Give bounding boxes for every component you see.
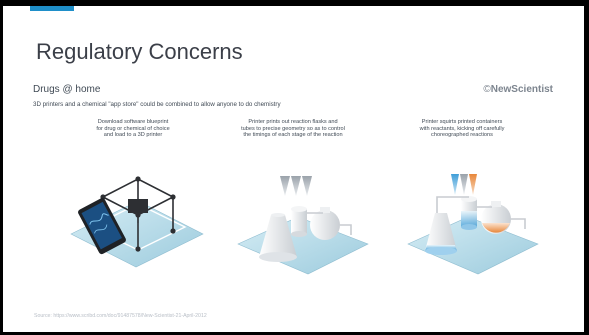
caption-step-3: Printer squirts printed containers with … (419, 119, 505, 139)
logo-text: NewScientist (490, 84, 553, 95)
print-head (128, 199, 148, 213)
round-flask (310, 210, 340, 240)
accent-bar (30, 6, 74, 11)
caption-step-2: Printer prints out reaction flasks and t… (241, 119, 345, 139)
printer-nozzles (280, 176, 312, 196)
panel-2-flasks (237, 176, 369, 275)
tablet-device (78, 197, 126, 255)
slide-title: Regulatory Concerns (36, 39, 243, 64)
filled-conical-flask (425, 213, 457, 251)
new-scientist-logo: ©NewScientist (483, 84, 553, 95)
new-scientist-figure: Drugs @ home 3D printers and a chemical … (33, 84, 556, 294)
figure-heading: Drugs @ home (33, 84, 101, 95)
connecting-tubes (307, 212, 352, 235)
process-illustration (70, 174, 539, 275)
reactant-nozzles (451, 174, 477, 195)
conical-flask (259, 215, 297, 257)
logo-copyright-symbol: © (483, 84, 491, 95)
figure-subheading: 3D printers and a chemical "app store" c… (33, 101, 281, 108)
caption-step-1: Download software blueprint for drug or … (96, 119, 170, 139)
slide: Regulatory Concerns Drugs @ home 3D prin… (3, 6, 584, 332)
panel-1-printer (70, 176, 204, 268)
reaction-tubes (436, 196, 526, 229)
source-citation: Source: https://www.scribd.com/doc/91487… (34, 313, 207, 319)
beaker (291, 209, 307, 234)
panel-3-reactions (407, 174, 539, 275)
